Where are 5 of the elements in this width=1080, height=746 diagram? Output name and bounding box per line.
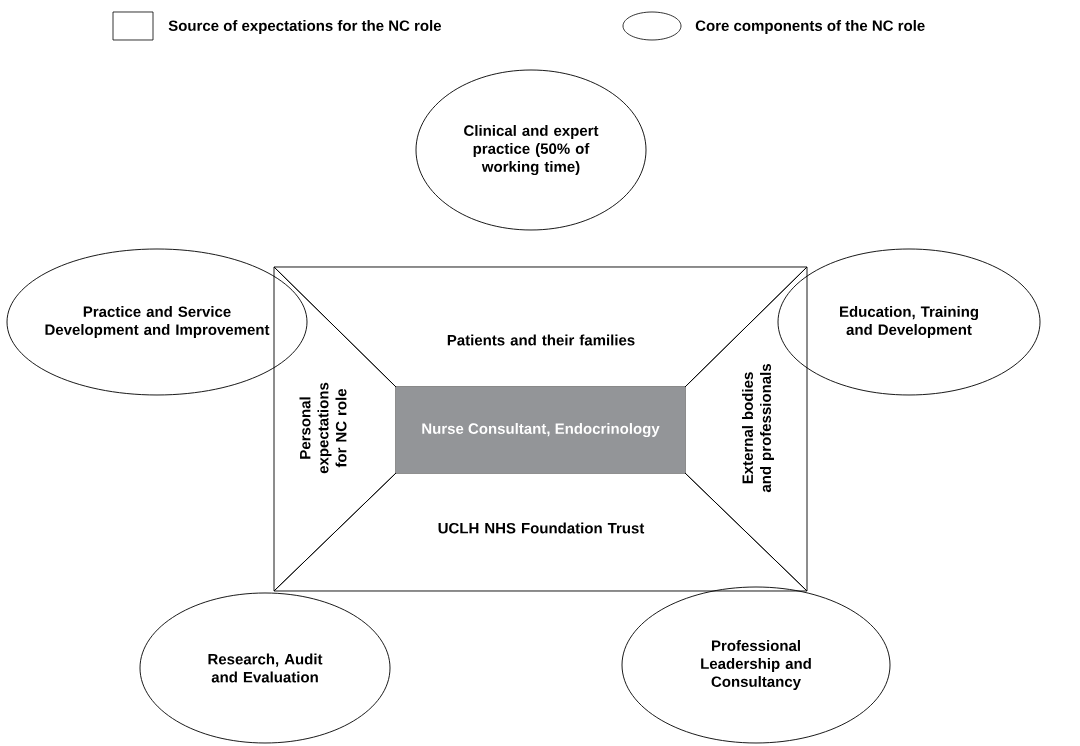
region-panel: External bodies and professionals xyxy=(684,266,808,592)
region-panel: Personal expectations for NC role xyxy=(273,266,397,592)
legend-label: Source of expectations for the NC role xyxy=(168,20,442,34)
legend-label: Core components of the NC role xyxy=(695,20,925,34)
center-box: Nurse Consultant, Endocrinology xyxy=(396,387,685,473)
